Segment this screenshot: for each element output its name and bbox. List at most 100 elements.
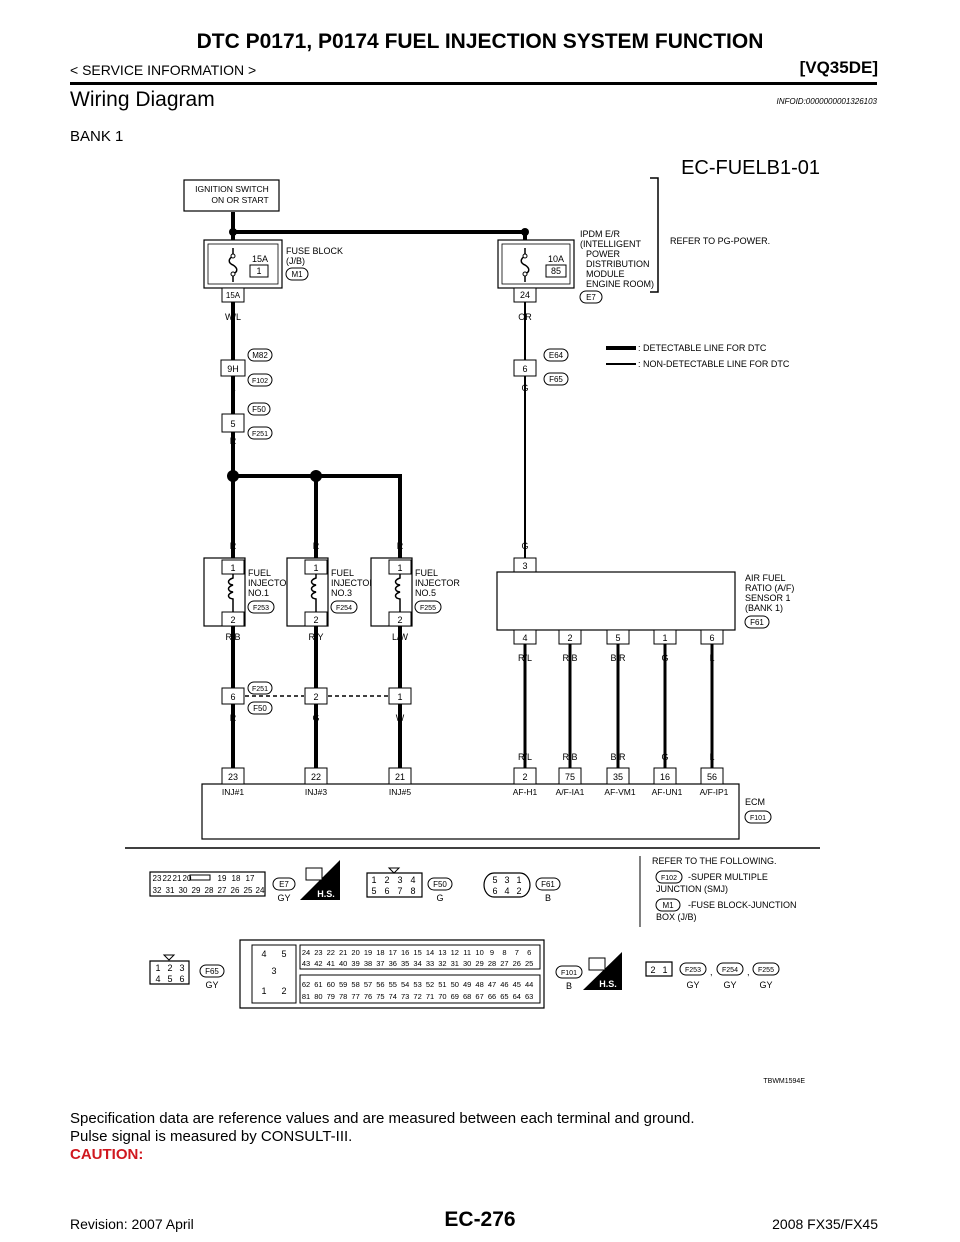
pin: 21 bbox=[339, 948, 347, 957]
ecm-terminal: 35 bbox=[613, 772, 623, 782]
wire-color: L bbox=[709, 653, 714, 663]
ecm-terminal: 56 bbox=[707, 772, 717, 782]
wire-color: G bbox=[521, 383, 528, 393]
wire-color: R/B bbox=[562, 653, 577, 663]
pin: 69 bbox=[451, 992, 459, 1001]
connector-e7: 23 22 21 20 19 18 17 32 31 30 29 28 27 2… bbox=[149, 871, 296, 903]
pin: 4 bbox=[410, 875, 415, 885]
wire-color: W bbox=[396, 713, 405, 723]
wire-color: R bbox=[397, 541, 404, 551]
pin: 32 bbox=[438, 959, 446, 968]
pin: 74 bbox=[389, 992, 397, 1001]
pin: 30 bbox=[463, 959, 471, 968]
pin: 28 bbox=[488, 959, 496, 968]
pin: 61 bbox=[314, 980, 322, 989]
injector-label: FUEL bbox=[331, 568, 354, 578]
connector-color: GY bbox=[723, 980, 736, 990]
wire-color: L/W bbox=[392, 632, 409, 642]
pin: 49 bbox=[463, 980, 471, 989]
pin: 9 bbox=[490, 948, 494, 957]
refer-text: -FUSE BLOCK-JUNCTION bbox=[688, 900, 797, 910]
info-id: INFOID:0000000001326103 bbox=[776, 97, 877, 106]
pin: 53 bbox=[413, 980, 421, 989]
pin: 4 bbox=[155, 974, 160, 984]
pin: 26 bbox=[231, 886, 240, 895]
joint-connector: F251 bbox=[252, 686, 268, 693]
fuse-block-amp: 15A bbox=[252, 254, 268, 264]
pin: 17 bbox=[389, 948, 397, 957]
injector-pin: 1 bbox=[313, 563, 318, 573]
pin: 28 bbox=[205, 886, 214, 895]
refer-text: BOX (J/B) bbox=[656, 912, 697, 922]
ipdm-num: 85 bbox=[551, 266, 561, 276]
wire-color: R bbox=[230, 436, 237, 446]
pin: 64 bbox=[513, 992, 521, 1001]
joint-5: 5 F50 F251 bbox=[221, 402, 273, 440]
connector-f65: 1 2 3 4 5 6 F65 GY bbox=[149, 954, 225, 990]
pin: 27 bbox=[218, 886, 227, 895]
pin: 1 bbox=[371, 875, 376, 885]
pin: 3 bbox=[179, 963, 184, 973]
pin: 17 bbox=[246, 874, 255, 883]
ipdm-terminal: 24 bbox=[520, 290, 530, 300]
wire-color: R/B bbox=[225, 632, 240, 642]
pin: 66 bbox=[488, 992, 496, 1001]
pin: 58 bbox=[351, 980, 359, 989]
ipdm-connector: E7 bbox=[586, 293, 596, 302]
ipdm-label-6: ENGINE ROOM) bbox=[586, 279, 654, 289]
joint-terminal: 6 bbox=[230, 692, 235, 702]
pin: 76 bbox=[364, 992, 372, 1001]
fuse-block-num: 1 bbox=[256, 266, 261, 276]
pin: 19 bbox=[218, 874, 227, 883]
joint-connector: F102 bbox=[252, 378, 268, 385]
legend: : DETECTABLE LINE FOR DTC : NON-DETECTAB… bbox=[606, 343, 790, 369]
pin: 25 bbox=[525, 959, 533, 968]
pin: 72 bbox=[413, 992, 421, 1001]
pin: 36 bbox=[389, 959, 397, 968]
pin: 63 bbox=[525, 992, 533, 1001]
pin: 7 bbox=[397, 886, 402, 896]
pin: 1 bbox=[662, 965, 667, 975]
ecm-terminal: 21 bbox=[395, 772, 405, 782]
pin: 52 bbox=[426, 980, 434, 989]
spec-note-1: Specification data are reference values … bbox=[70, 1110, 695, 1127]
ecm-connector: F101 bbox=[750, 815, 766, 822]
joint-terminal: 1 bbox=[397, 692, 402, 702]
ecm-terminal-name: INJ#5 bbox=[389, 787, 411, 797]
injector-label: INJECTOR bbox=[248, 578, 293, 588]
harness-side-icon: H.S. bbox=[583, 952, 622, 990]
injector-pin: 2 bbox=[313, 615, 318, 625]
injector-pin: 1 bbox=[230, 563, 235, 573]
pin: 26 bbox=[513, 959, 521, 968]
wire-color: R bbox=[230, 541, 237, 551]
pin: 1 bbox=[516, 875, 521, 885]
wire-color: G bbox=[661, 653, 668, 663]
connector-id: F254 bbox=[722, 967, 738, 974]
joint-connector: F50 bbox=[253, 704, 267, 713]
connector-color: GY bbox=[277, 893, 290, 903]
af-sensor-pin: 3 bbox=[522, 561, 527, 571]
section-title: Wiring Diagram bbox=[70, 88, 215, 111]
fuse-block-connector: M1 bbox=[291, 270, 303, 279]
pin: 2 bbox=[516, 886, 521, 896]
fuel-injector-1: 1 2 FUEL INJECTOR NO.1 F253 bbox=[203, 557, 293, 627]
pin: 39 bbox=[351, 959, 359, 968]
fuel-injector-3: 1 2 FUEL INJECTOR NO.3 F254 bbox=[286, 557, 376, 627]
pin: 55 bbox=[389, 980, 397, 989]
wire-color: R/L bbox=[518, 752, 532, 762]
pin: 6 bbox=[179, 974, 184, 984]
pin: 57 bbox=[364, 980, 372, 989]
pin: 18 bbox=[376, 948, 384, 957]
pin: 73 bbox=[401, 992, 409, 1001]
pin: 31 bbox=[166, 886, 175, 895]
ignition-switch-label: IGNITION SWITCH bbox=[195, 184, 269, 194]
connector-id: F101 bbox=[561, 970, 577, 977]
harness-side-icon: H.S. bbox=[300, 860, 340, 900]
pin: 50 bbox=[451, 980, 459, 989]
refer-connector: M1 bbox=[662, 901, 674, 910]
pin: 2 bbox=[167, 963, 172, 973]
pin: 62 bbox=[302, 980, 310, 989]
wire-color: W/L bbox=[225, 312, 241, 322]
pin: 12 bbox=[451, 948, 459, 957]
